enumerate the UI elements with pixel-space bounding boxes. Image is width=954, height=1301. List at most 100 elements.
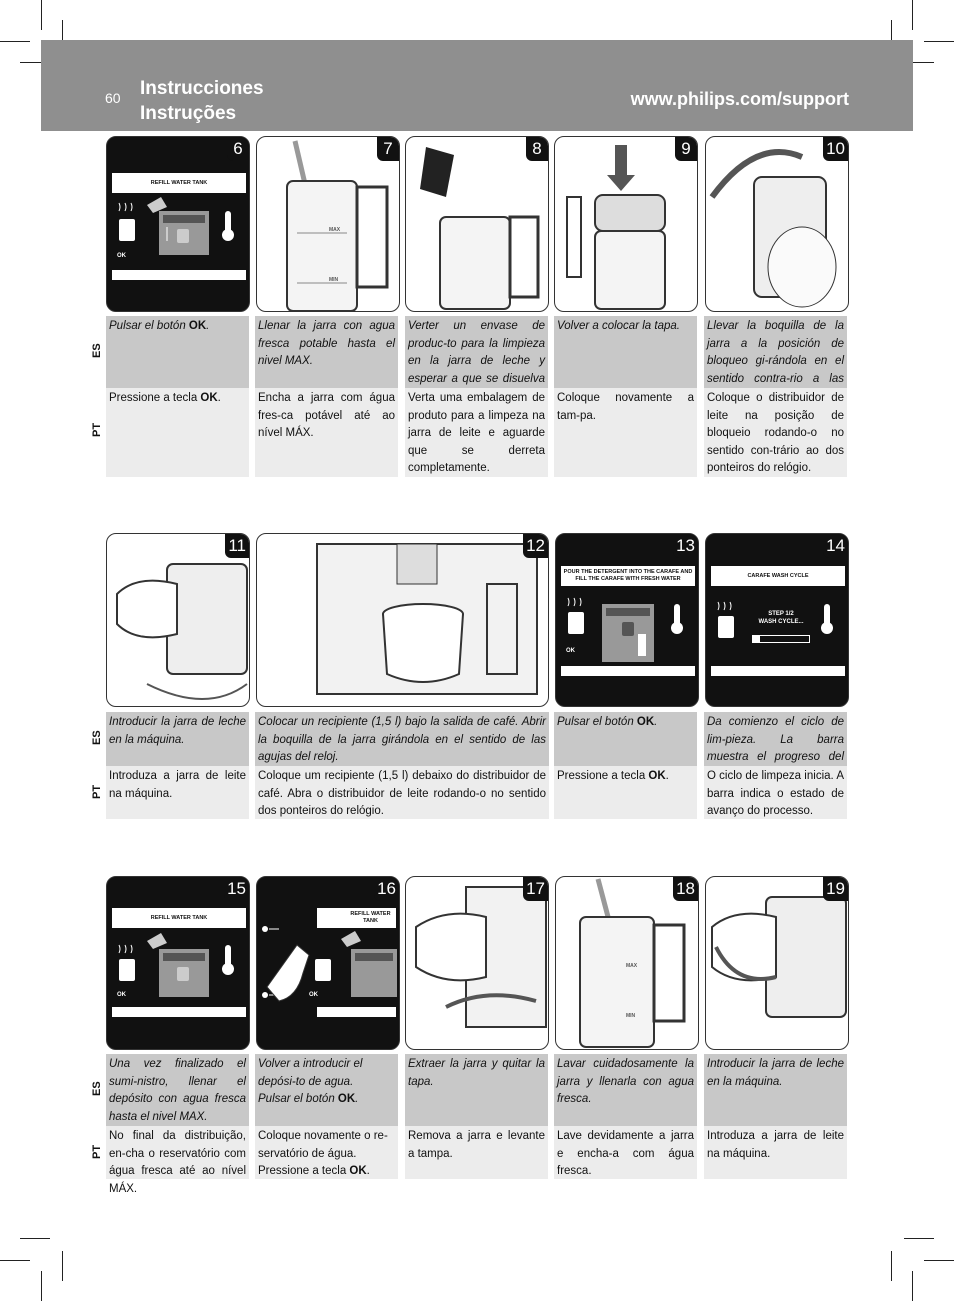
step-10-illustration: 10 [705, 136, 849, 312]
screen-message: REFILL WATER TANK [317, 908, 396, 928]
ok-label: OK [117, 992, 126, 998]
step-9-illustration: 9 [554, 136, 698, 312]
lock-milk-nozzle-icon [709, 149, 837, 308]
wash-carafe-icon [579, 878, 686, 1048]
wash-progress-bar [752, 635, 810, 643]
step-9-text-pt: Coloque novamente a tam-pa. [554, 388, 697, 477]
step-15-illustration: REFILL WATER TANK OK 15 [106, 876, 250, 1050]
step-16-illustration: REFILL WATER TANK OK 16 [256, 876, 400, 1050]
step-number: 19 [823, 877, 848, 901]
lang-label-es: ES [91, 1081, 103, 1097]
step-9-text-es: Volver a colocar la tapa. [554, 316, 697, 388]
crop-mark [912, 0, 913, 30]
crop-mark [41, 1271, 42, 1301]
crop-mark [912, 1271, 913, 1301]
step-18-text-es: Lavar cuidadosamente la jarra y llenarla… [554, 1054, 697, 1126]
min-mark: MIN [626, 1013, 636, 1019]
screen-message: REFILL WATER TANK [112, 908, 246, 928]
step-17-text-es: Extraer la jarra y quitar la tapa. [405, 1054, 548, 1126]
lang-label-pt: PT [91, 784, 103, 800]
step-15-text-es: Una vez finalizado el sumi-nistro, llena… [106, 1054, 249, 1126]
lang-label-pt: PT [91, 422, 103, 438]
page-title-pt: Instruções [140, 103, 237, 124]
step-18-text-pt: Lave devidamente a jarra e encha-a com á… [554, 1126, 697, 1179]
step-number: 16 [374, 877, 399, 901]
step-11-text-es: Introducir la jarra de leche en la máqui… [106, 712, 249, 766]
crop-mark [924, 1260, 954, 1261]
crop-mark [62, 1251, 63, 1281]
step-10-text-es: Llevar la boquilla de la jarra a la posi… [704, 316, 847, 402]
ok-label: OK [566, 648, 575, 654]
crop-mark [41, 0, 42, 30]
step-13-illustration: POUR THE DETERGENT INTO THE CARAFE AND F… [555, 533, 699, 707]
step-17-illustration: 17 [405, 876, 549, 1050]
page-number: 60 [105, 90, 121, 106]
display-screen-icon [118, 933, 234, 997]
ok-label: OK [309, 992, 318, 998]
step-number: 17 [523, 877, 548, 901]
press-ok-hand-icon [262, 926, 397, 1002]
step-14-text-es: Da comienzo el ciclo de lim-pieza. La ba… [704, 712, 847, 781]
step-18-illustration: MAX MIN 18 [555, 876, 699, 1050]
step-6-text-pt: Pressione a tecla OK. [106, 388, 249, 477]
screen-bottom-bar [317, 1007, 396, 1017]
crop-mark [904, 62, 934, 63]
step-14-text-pt: O ciclo de limpeza inicia. A barra indic… [704, 766, 847, 819]
step-12-illustration: 12 [256, 533, 549, 707]
step-8-text-pt: Verta uma embalagem de produto para a li… [405, 388, 548, 477]
carafe-fill-water-icon [286, 140, 389, 311]
crop-mark [924, 41, 954, 42]
step-8-illustration: 8 [405, 136, 549, 312]
screen-bottom-bar [711, 666, 845, 676]
support-url[interactable]: www.philips.com/support [630, 89, 849, 109]
step-12-text-es: Colocar un recipiente (1,5 l) bajo la sa… [255, 712, 549, 766]
crop-mark [0, 1260, 30, 1261]
crop-mark [20, 62, 50, 63]
display-screen-icon [118, 197, 234, 255]
step-number: 7 [377, 137, 399, 161]
step-number: 18 [673, 877, 698, 901]
crop-mark [0, 41, 30, 42]
step-13-text-pt: Pressione a tecla OK. [554, 766, 697, 819]
step-number: 11 [225, 534, 249, 558]
screen-message: CARAFE WASH CYCLE [711, 566, 845, 586]
lang-label-es: ES [91, 343, 103, 359]
insert-milk-carafe-icon [116, 563, 248, 700]
screen-bottom-bar [112, 270, 246, 280]
page-header: 60 Instrucciones Instruções www.philips.… [41, 40, 913, 131]
container-under-spout-icon [316, 543, 538, 695]
detergent-sachet-icon [420, 147, 540, 310]
display-screen-icon [567, 597, 683, 662]
step-number: 14 [823, 534, 848, 558]
step-6-illustration: REFILL WATER TANK OK 6 [106, 136, 250, 312]
page-title-es: Instrucciones [140, 78, 264, 99]
step-11-text-pt: Introduza a jarra de leite na máquina. [106, 766, 249, 819]
step-number: 8 [526, 137, 548, 161]
step-13-text-es: Pulsar el botón OK. [554, 712, 697, 766]
lang-label-es: ES [91, 730, 103, 746]
replace-lid-icon [566, 145, 666, 310]
step-7-text-pt: Encha a jarra com água fres-ca potável a… [255, 388, 398, 477]
step-10-text-pt: Coloque o distribuidor de leite na posiç… [704, 388, 847, 477]
step-11-illustration: 11 [106, 533, 250, 707]
step-19-text-es: Introducir la jarra de leche en la máqui… [704, 1054, 847, 1126]
ok-label: OK [117, 253, 126, 259]
wash-progress-fill [753, 636, 760, 642]
remove-carafe-icon [415, 886, 547, 1028]
screen-bottom-bar [561, 666, 695, 676]
step-number: 6 [227, 137, 249, 161]
crop-mark [891, 1251, 892, 1281]
crop-mark [891, 20, 892, 50]
step-19-text-pt: Introduza a jarra de leite na máquina. [704, 1126, 847, 1179]
display-screen-icon [717, 601, 833, 638]
crop-mark [904, 1238, 934, 1239]
insert-milk-carafe-icon [711, 896, 847, 1018]
min-mark: MIN [329, 277, 339, 283]
max-mark: MAX [626, 963, 638, 969]
crop-mark [62, 20, 63, 50]
step-12-text-pt: Coloque um recipiente (1,5 l) debaixo do… [255, 766, 549, 819]
step-number: 13 [673, 534, 698, 558]
step-number: 9 [675, 137, 697, 161]
step-16-text-pt: Coloque novamente o re-servatório de águ… [255, 1126, 398, 1179]
screen-message: POUR THE DETERGENT INTO THE CARAFE AND F… [561, 566, 695, 586]
